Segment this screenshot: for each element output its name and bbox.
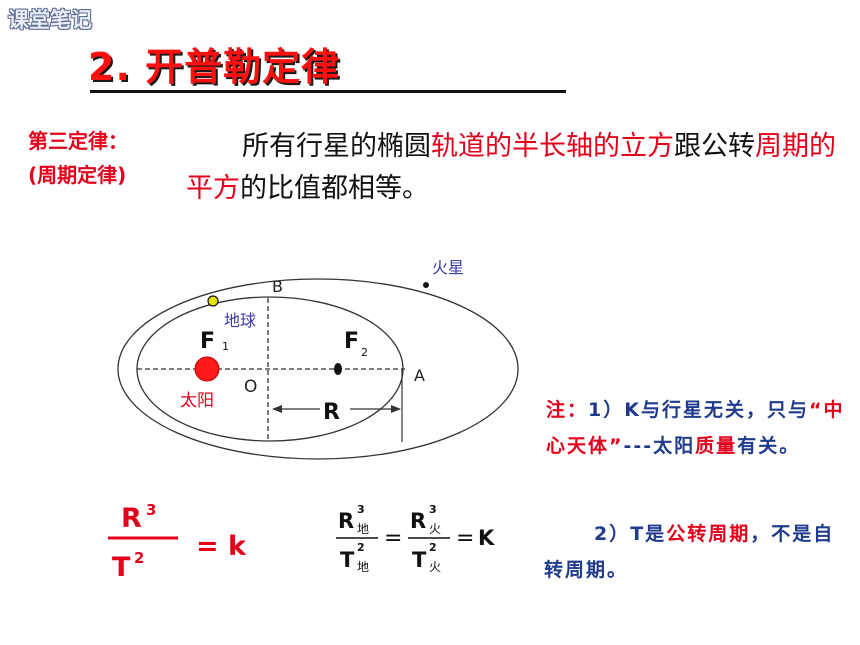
page-title: 2. 开普勒定律 <box>88 45 341 89</box>
law-name-line2: (周期定律) <box>28 163 127 187</box>
note-2-part-a: 2）T是 <box>594 523 667 545</box>
comp-t-mars-sub: 火 <box>429 560 441 574</box>
note-label: 注： <box>546 399 589 421</box>
note-1-mass: 质量 <box>695 435 738 457</box>
earth-label: 地球 <box>224 311 256 330</box>
r-arrowhead-left <box>272 405 282 413</box>
comp-eq-1: = <box>384 526 402 551</box>
mars-orbit <box>117 278 519 460</box>
formula-denominator: T <box>112 552 131 583</box>
focus-f2-label: F <box>344 329 359 354</box>
note-1: 注：1）K与行星无关，只与“中心天体”---太阳质量有关。 <box>546 392 846 464</box>
note-1-part-f: 有关。 <box>737 435 801 457</box>
comp-t-earth-exp: 2 <box>357 541 365 554</box>
point-a-label: A <box>414 366 425 385</box>
r-arrowhead-right <box>391 405 401 413</box>
mars-icon <box>423 282 429 288</box>
comp-constant-k: K <box>478 526 495 550</box>
formula-denominator-exponent: 2 <box>134 549 144 567</box>
focus-f1-label: F <box>200 329 215 354</box>
point-b-label: B <box>272 277 283 296</box>
comp-t-earth-sub: 地 <box>357 560 369 574</box>
comp-eq-2: = <box>456 526 474 551</box>
semi-major-r-label: R <box>323 400 340 425</box>
comp-r-mars-sub: 火 <box>429 522 441 536</box>
law-name: 第三定律： (周期定律) <box>28 124 128 192</box>
law-name-line1: 第三定律： <box>28 129 128 153</box>
comp-r-earth-exp: 3 <box>357 503 365 516</box>
note-1-part-d: ---太阳 <box>623 435 696 457</box>
comp-r-earth-sub: 地 <box>357 522 369 536</box>
title-underline <box>90 90 566 93</box>
comp-r-mars-exp: 3 <box>429 503 437 516</box>
focus-f2-point <box>334 363 342 375</box>
note-1-part-b: 1）K与行星无关，只与 <box>588 399 809 421</box>
formula-numerator: R <box>121 503 142 534</box>
mars-label: 火星 <box>432 258 464 277</box>
comp-r-mars: R <box>410 509 426 533</box>
note-2-part-c: ，不是自转周期。 <box>544 523 835 581</box>
center-o-label: O <box>244 377 257 397</box>
comp-t-earth: T <box>340 548 355 572</box>
sun-icon <box>194 356 220 382</box>
comp-t-mars: T <box>412 548 427 572</box>
statement-highlight-period: 周期的平方 <box>186 131 836 204</box>
earth-icon <box>207 295 219 307</box>
comp-t-mars-exp: 2 <box>429 541 437 554</box>
focus-f1-subscript: 1 <box>222 340 229 353</box>
formula-rhs: = k <box>196 531 247 562</box>
formula-numerator-exponent: 3 <box>146 501 156 519</box>
law-statement: 所有行星的椭圆轨道的半长轴的立方跟公转周期的平方的比值都相等。 <box>186 126 836 210</box>
statement-part-1: 所有行星的椭圆 <box>242 131 431 162</box>
comparison-formula: R 3 地 T 2 地 = R 3 火 T 2 火 = K <box>336 503 495 574</box>
note-2-orbital-period: 公转周期 <box>666 523 751 545</box>
statement-part-5: 的比值都相等。 <box>240 173 429 204</box>
note-1-central-body: “中心天体” <box>546 399 845 457</box>
comp-r-earth: R <box>338 509 354 533</box>
focus-f2-subscript: 2 <box>361 346 368 359</box>
note-2: 2）T是公转周期，不是自转周期。 <box>544 516 844 588</box>
corner-label: 课堂笔记 <box>8 8 92 32</box>
sun-label: 太阳 <box>180 391 214 411</box>
statement-part-3: 跟公转 <box>674 131 755 162</box>
statement-highlight-semimajor-axis: 轨道的半长轴的立方 <box>431 131 674 162</box>
